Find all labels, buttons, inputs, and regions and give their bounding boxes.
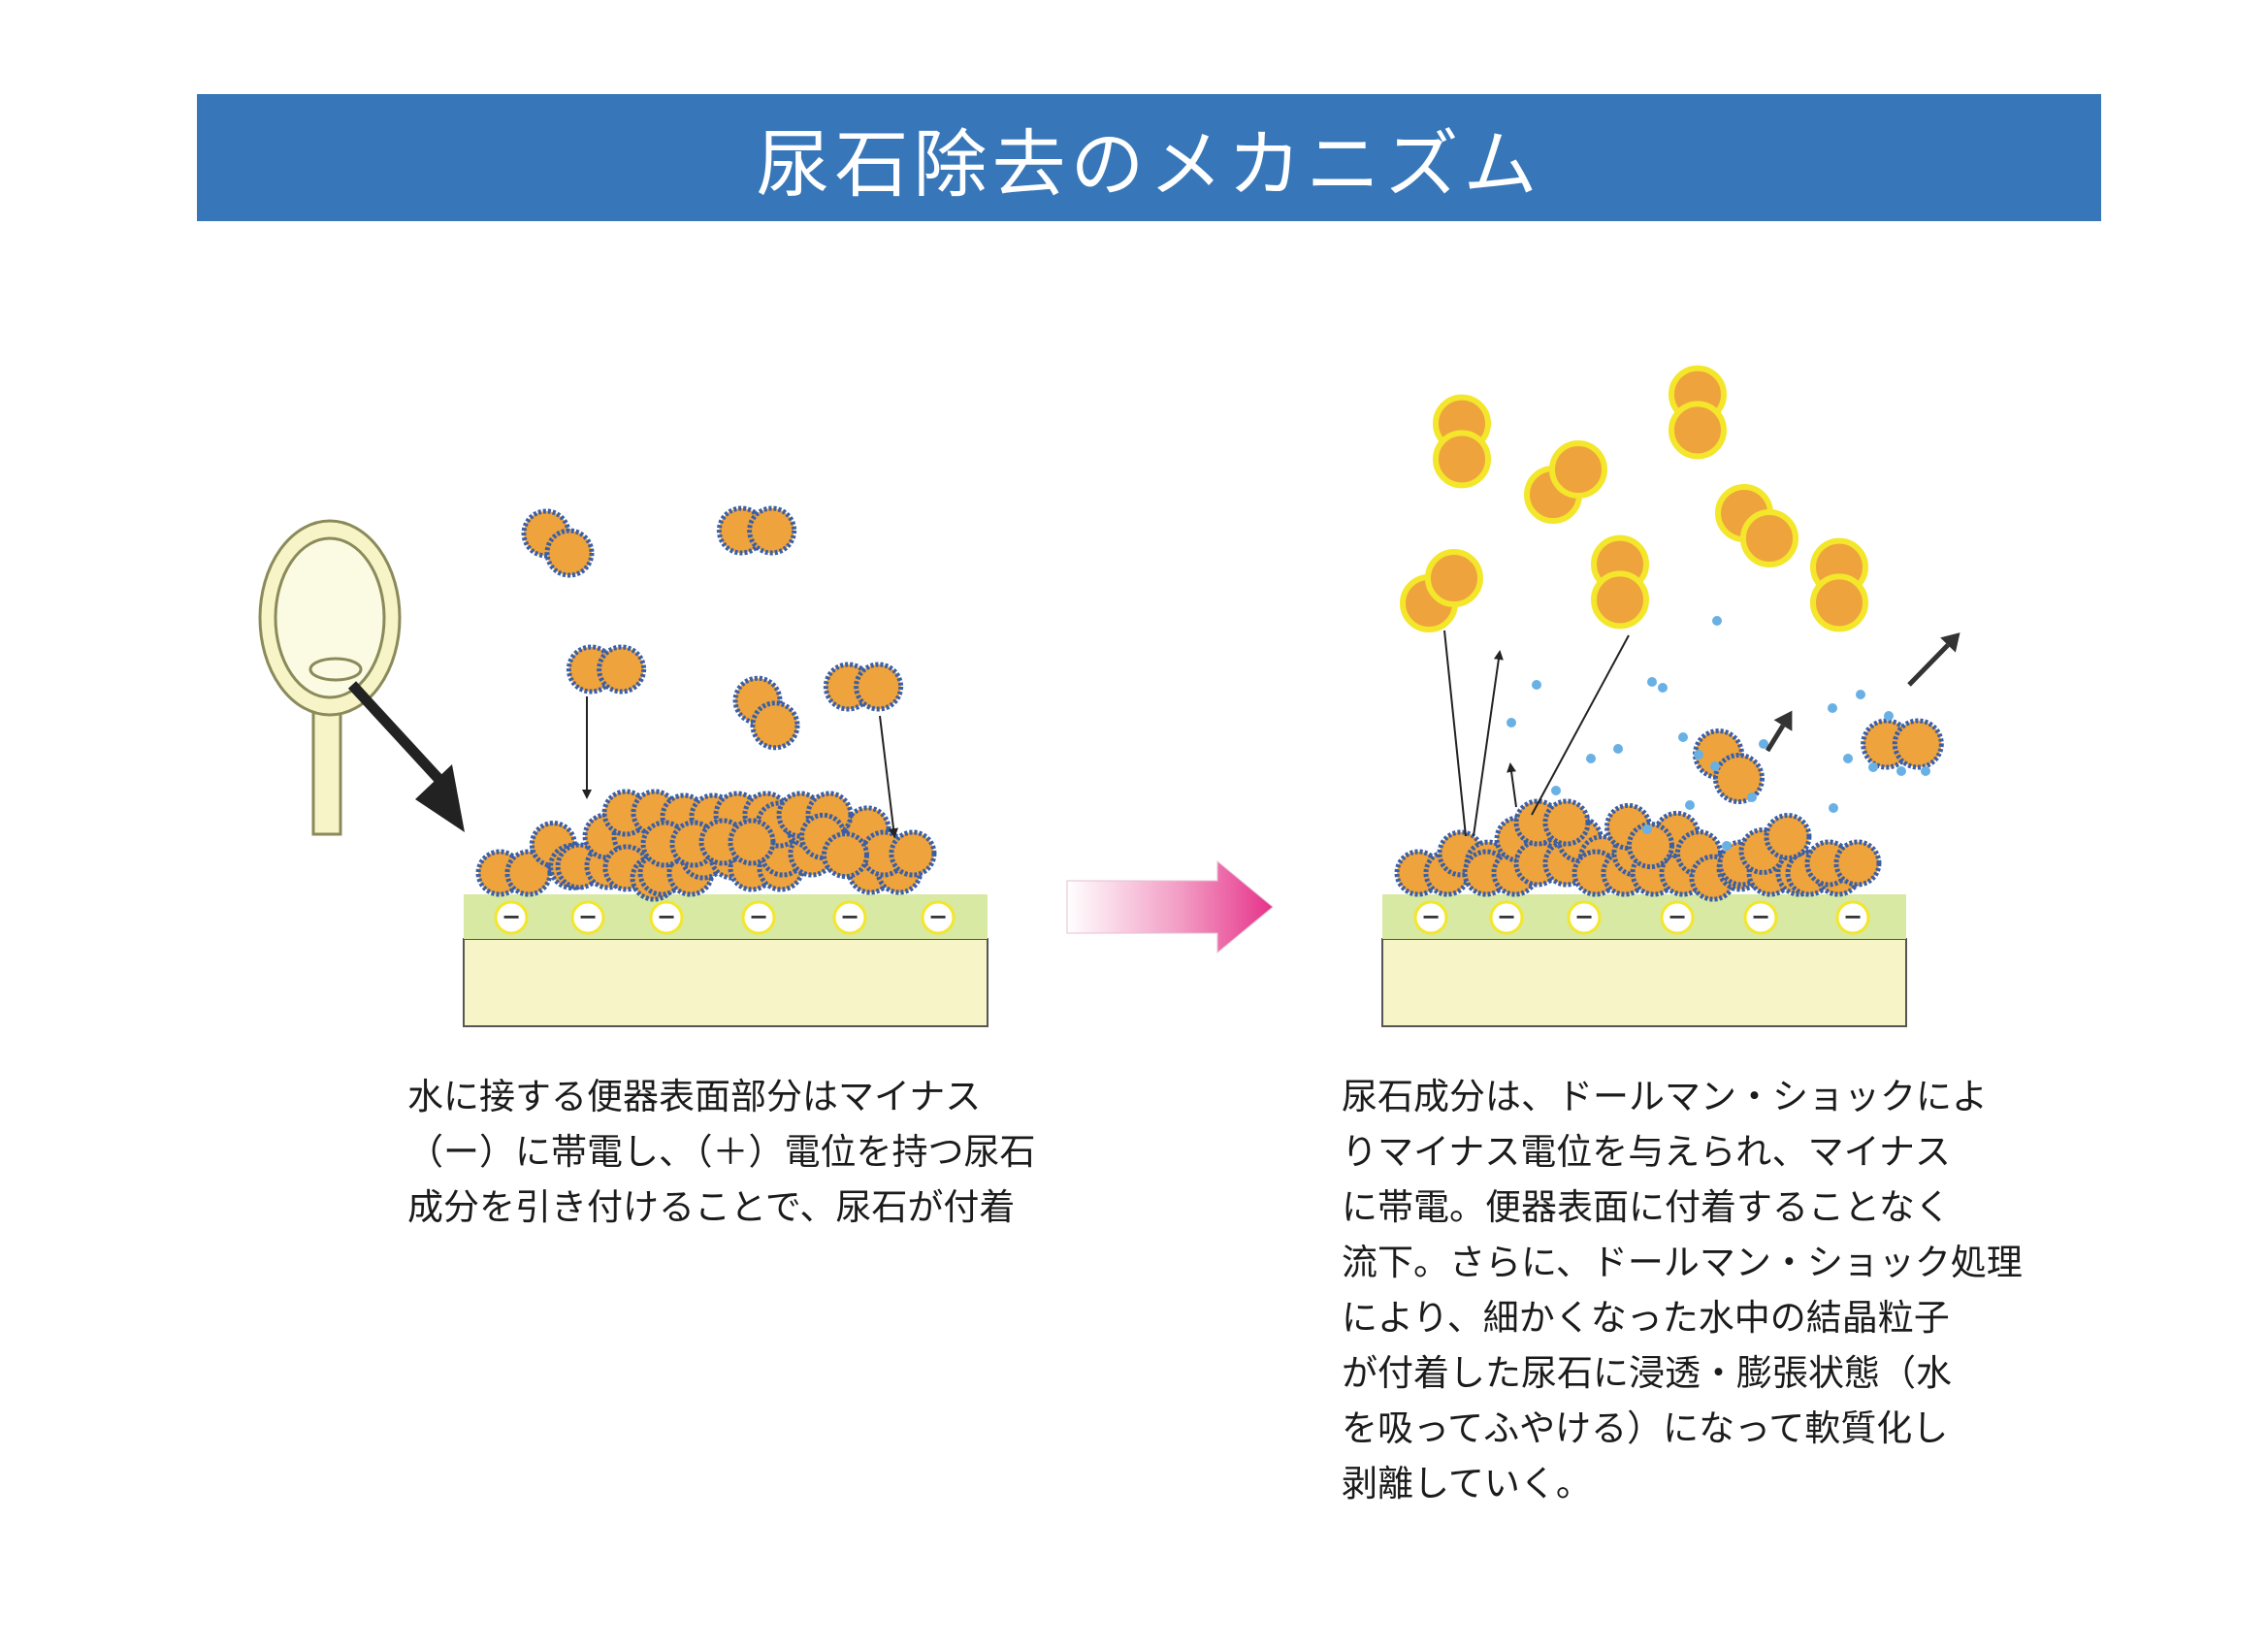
water-droplet xyxy=(1828,703,1837,713)
caption-line: が付着した尿石に浸透・膨張状態（水 xyxy=(1342,1352,1952,1394)
water-droplet xyxy=(1647,677,1657,687)
water-droplet xyxy=(1710,761,1720,771)
water-droplet xyxy=(1856,690,1865,699)
water-droplet xyxy=(1551,786,1561,795)
water-droplet xyxy=(1843,754,1853,763)
caption-line: により、細かくなった水中の結晶粒子 xyxy=(1342,1297,1950,1339)
water-droplet xyxy=(1884,711,1894,721)
caption-line: 成分を引き付けることで、尿石が付着 xyxy=(407,1186,1016,1228)
minus-charge-icon: − xyxy=(649,900,684,935)
pointer-arrow-icon xyxy=(347,681,465,832)
svg-text:−: − xyxy=(1751,903,1770,930)
caption-line: りマイナス電位を与えられ、マイナス xyxy=(1342,1131,1951,1173)
minus-charge-icon: − xyxy=(1835,900,1870,935)
caption-line: を吸ってふやける）になって軟質化し xyxy=(1342,1407,1949,1449)
minus-charge-icon: − xyxy=(1743,900,1778,935)
caption-line: 流下。さらに、ドールマン・ショック処理 xyxy=(1342,1242,2023,1283)
water-droplet xyxy=(1532,680,1541,690)
svg-text:−: − xyxy=(1843,903,1863,930)
minus-charge-icon: − xyxy=(1489,900,1524,935)
process-arrow-icon xyxy=(1066,859,1274,954)
svg-text:−: − xyxy=(578,903,598,930)
minus-charge-icon: − xyxy=(741,900,776,935)
caption-line: 水に接する便器表面部分はマイナス xyxy=(407,1076,982,1117)
stone-particle xyxy=(1738,813,1812,875)
water-droplet xyxy=(1829,803,1838,813)
water-droplet xyxy=(1921,766,1930,776)
water-droplet xyxy=(1507,718,1516,728)
water-droplet xyxy=(1694,750,1703,760)
surface-after xyxy=(1381,894,1907,1027)
motion-arrow-icon xyxy=(1765,710,1793,753)
water-droplet xyxy=(1658,683,1668,693)
svg-text:−: − xyxy=(928,903,948,930)
caption-line: （ー）に帯電し、（＋）電位を持つ尿石 xyxy=(407,1131,1036,1173)
swelling-stone-particle xyxy=(1861,718,1944,770)
released-stone-particle xyxy=(1715,484,1798,567)
svg-text:−: − xyxy=(1421,903,1441,930)
stone-particle xyxy=(799,812,869,880)
water-droplet xyxy=(1896,766,1906,776)
motion-arrow-icon xyxy=(1443,630,1467,837)
stone-particle xyxy=(1513,798,1591,847)
svg-text:−: − xyxy=(749,903,768,930)
motion-arrow-icon xyxy=(1531,634,1630,816)
water-droplet xyxy=(1613,744,1623,754)
water-droplet xyxy=(1586,754,1596,763)
svg-text:−: − xyxy=(840,903,859,930)
minus-charge-icon: − xyxy=(1567,900,1602,935)
water-droplet xyxy=(1712,616,1722,626)
water-droplet xyxy=(1868,762,1878,772)
released-stone-particle xyxy=(1524,440,1607,524)
water-droplet xyxy=(1642,824,1652,834)
svg-text:−: − xyxy=(1574,903,1594,930)
stone-particle xyxy=(698,818,776,866)
caption-after: 尿石成分は、ドールマン・ショックによ りマイナス電位を与えられ、マイナス に帯電… xyxy=(1342,1069,2023,1511)
caption-before: 水に接する便器表面部分はマイナス （ー）に帯電し、（＋）電位を持つ尿石 成分を引… xyxy=(407,1069,1036,1235)
svg-text:−: − xyxy=(657,903,676,930)
minus-charge-icon: − xyxy=(1660,900,1695,935)
stone-particle xyxy=(732,675,800,751)
released-stone-particle xyxy=(1433,394,1491,489)
motion-arrow-icon xyxy=(1907,632,1960,687)
svg-text:−: − xyxy=(1668,903,1687,930)
stone-particle xyxy=(859,829,937,878)
minus-charge-icon: − xyxy=(570,900,605,935)
stone-particle xyxy=(521,508,595,578)
minus-charge-icon: − xyxy=(494,900,529,935)
water-droplet xyxy=(1747,792,1757,802)
caption-line: 剥離していく。 xyxy=(1342,1463,1592,1504)
stone-particle xyxy=(566,644,647,695)
attraction-arrow-icon xyxy=(879,715,899,838)
svg-text:−: − xyxy=(502,903,521,930)
water-droplet xyxy=(1722,841,1732,851)
stone-particle xyxy=(1804,839,1882,888)
surface-before xyxy=(463,894,988,1027)
stone-particle xyxy=(716,505,797,556)
released-stone-particle xyxy=(1400,549,1483,632)
stone-particle xyxy=(823,662,904,712)
released-stone-particle xyxy=(1669,365,1727,460)
water-droplet xyxy=(1759,739,1768,749)
swelling-stone-particle xyxy=(1693,728,1765,805)
caption-line: 尿石成分は、ドールマン・ショックによ xyxy=(1342,1076,1988,1117)
title-banner: 尿石除去のメカニズム xyxy=(197,94,2101,221)
released-stone-particle xyxy=(1810,537,1868,632)
water-droplet xyxy=(1678,732,1688,742)
svg-text:−: − xyxy=(1497,903,1516,930)
minus-charge-icon: − xyxy=(832,900,867,935)
caption-line: に帯電。便器表面に付着することなく xyxy=(1342,1186,1951,1228)
water-droplet xyxy=(1685,800,1695,810)
page-title: 尿石除去のメカニズム xyxy=(756,120,1542,208)
motion-arrow-icon xyxy=(1507,762,1517,808)
motion-arrow-icon xyxy=(1473,650,1504,837)
toilet-bowl-icon xyxy=(258,519,402,836)
minus-charge-icon: − xyxy=(1413,900,1448,935)
released-stone-particle xyxy=(1591,534,1649,630)
minus-charge-icon: − xyxy=(921,900,956,935)
